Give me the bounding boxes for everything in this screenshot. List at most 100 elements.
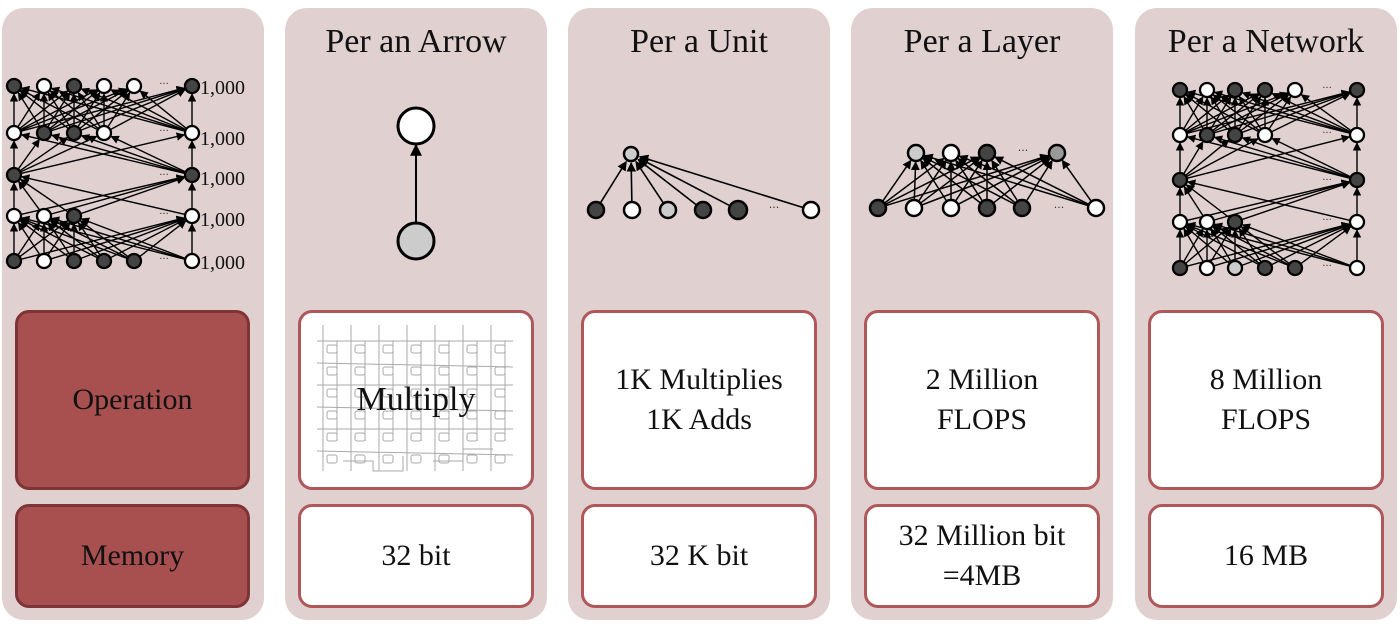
memory-label-box: Memory (15, 504, 250, 608)
operation-box-layer: 2 Million FLOPS (864, 310, 1100, 490)
connection-arrow (1186, 134, 1351, 179)
operation-label-box: Operation (15, 310, 250, 490)
operation-text-layer-2: FLOPS (936, 403, 1028, 436)
memory-text-layer-2: =4MB (942, 559, 1022, 592)
neuron-node (1171, 126, 1189, 144)
memory-box-unit: 32 K bit (581, 504, 817, 608)
connection-arrow (1271, 92, 1352, 133)
memory-text-arrow: 32 bit (381, 539, 451, 572)
ellipsis-label: ... (159, 251, 169, 262)
connection-arrow (917, 159, 947, 202)
layer-size-label: 1,000 (200, 209, 245, 231)
neuron-node (1198, 213, 1216, 231)
connection-arrow (19, 178, 69, 213)
neuron-node (1198, 81, 1216, 99)
neuron-node (1198, 259, 1216, 277)
layer-size-label: 1,000 (200, 252, 245, 274)
ellipsis-label: ... (159, 76, 169, 87)
neuron-node (5, 77, 23, 95)
neuron-node (1086, 198, 1106, 218)
connection-arrow (1241, 91, 1351, 134)
neuron-node (1171, 259, 1189, 277)
connection-arrow (626, 162, 637, 203)
connection-arrow (20, 85, 186, 132)
arrow-diagram (396, 106, 436, 261)
layer-diagram: ...... (868, 141, 1106, 218)
connection-arrow (80, 87, 186, 132)
connection-arrow (1300, 226, 1352, 265)
ellipsis-label: ... (1322, 125, 1332, 136)
operation-label: Operation (72, 383, 193, 416)
connection-arrow (50, 218, 129, 259)
neuron-node (658, 200, 678, 220)
operation-box-arrow: Multiply (298, 310, 534, 490)
connection-arrow (20, 132, 186, 175)
memory-box-network: 16 MB (1148, 504, 1384, 608)
connection-arrow (958, 154, 1089, 206)
operation-text-layer-1: 2 Million (925, 363, 1039, 396)
connection-arrow (20, 218, 99, 259)
connection-arrow (1183, 141, 1204, 175)
connection-arrow (20, 215, 186, 260)
neuron-node (1171, 81, 1189, 99)
neuron-node (727, 199, 749, 221)
connection-arrow (919, 157, 981, 204)
neuron-node (183, 207, 201, 225)
neuron-node (183, 252, 201, 270)
connection-arrow (80, 217, 186, 260)
neuron-node (693, 200, 713, 220)
layer-size-label: 1,000 (200, 77, 245, 99)
neuron-node (622, 145, 640, 163)
neuron-node (977, 198, 997, 218)
neuron-node (5, 124, 23, 142)
neuron-node (1226, 259, 1244, 277)
network-diagram-right: ............... (1171, 80, 1366, 277)
ellipsis-label: ... (1322, 258, 1332, 269)
multiplier-circuit-icon (316, 325, 514, 472)
neuron-node (35, 252, 53, 270)
connection-arrow (923, 156, 1016, 205)
neuron-node (5, 252, 23, 270)
connection-arrow (1213, 222, 1351, 267)
column-title-network: Per a Network (1167, 23, 1365, 60)
connection-arrow (1186, 221, 1351, 267)
neuron-node (35, 124, 53, 142)
connection-arrow (139, 90, 188, 130)
connection-arrow (1186, 225, 1260, 266)
memory-text-unit: 32 K bit (649, 539, 749, 572)
neuron-node (1256, 259, 1274, 277)
connection-arrow (50, 216, 186, 260)
connection-arrow (1213, 135, 1351, 179)
neuron-node (941, 143, 961, 163)
connection-arrow (1271, 137, 1352, 178)
neuron-node (1286, 259, 1304, 277)
connection-arrow (923, 153, 1089, 207)
ellipsis-label: ... (1322, 80, 1332, 91)
operation-box-network: 8 Million FLOPS (1148, 310, 1384, 490)
neuron-node (941, 198, 961, 218)
neuron-node (906, 143, 926, 163)
neuron-node (95, 252, 113, 270)
connection-arrow (20, 135, 98, 173)
connection-arrow (19, 137, 69, 172)
ellipsis-label: ... (769, 198, 780, 211)
connection-arrow (881, 159, 912, 202)
connection-arrow (1213, 90, 1351, 134)
connection-arrow (883, 157, 945, 204)
neuron-node (183, 166, 201, 184)
neuron-node (5, 207, 23, 225)
connection-arrow (80, 176, 186, 215)
panel-per-arrow: Per an Arrow Multiply 32 bit (285, 8, 547, 620)
neuron-node (1256, 126, 1274, 144)
neuron-node (1348, 126, 1366, 144)
connection-arrow (80, 134, 186, 174)
neuron-node (1348, 81, 1366, 99)
neuron-node (1226, 81, 1244, 99)
unit-diagram: ... (586, 145, 821, 221)
column-title-arrow: Per an Arrow (325, 23, 507, 60)
connection-arrow (992, 157, 1051, 204)
neuron-node (1047, 143, 1067, 163)
connection-arrow (922, 157, 982, 204)
connection-arrow (19, 220, 69, 258)
